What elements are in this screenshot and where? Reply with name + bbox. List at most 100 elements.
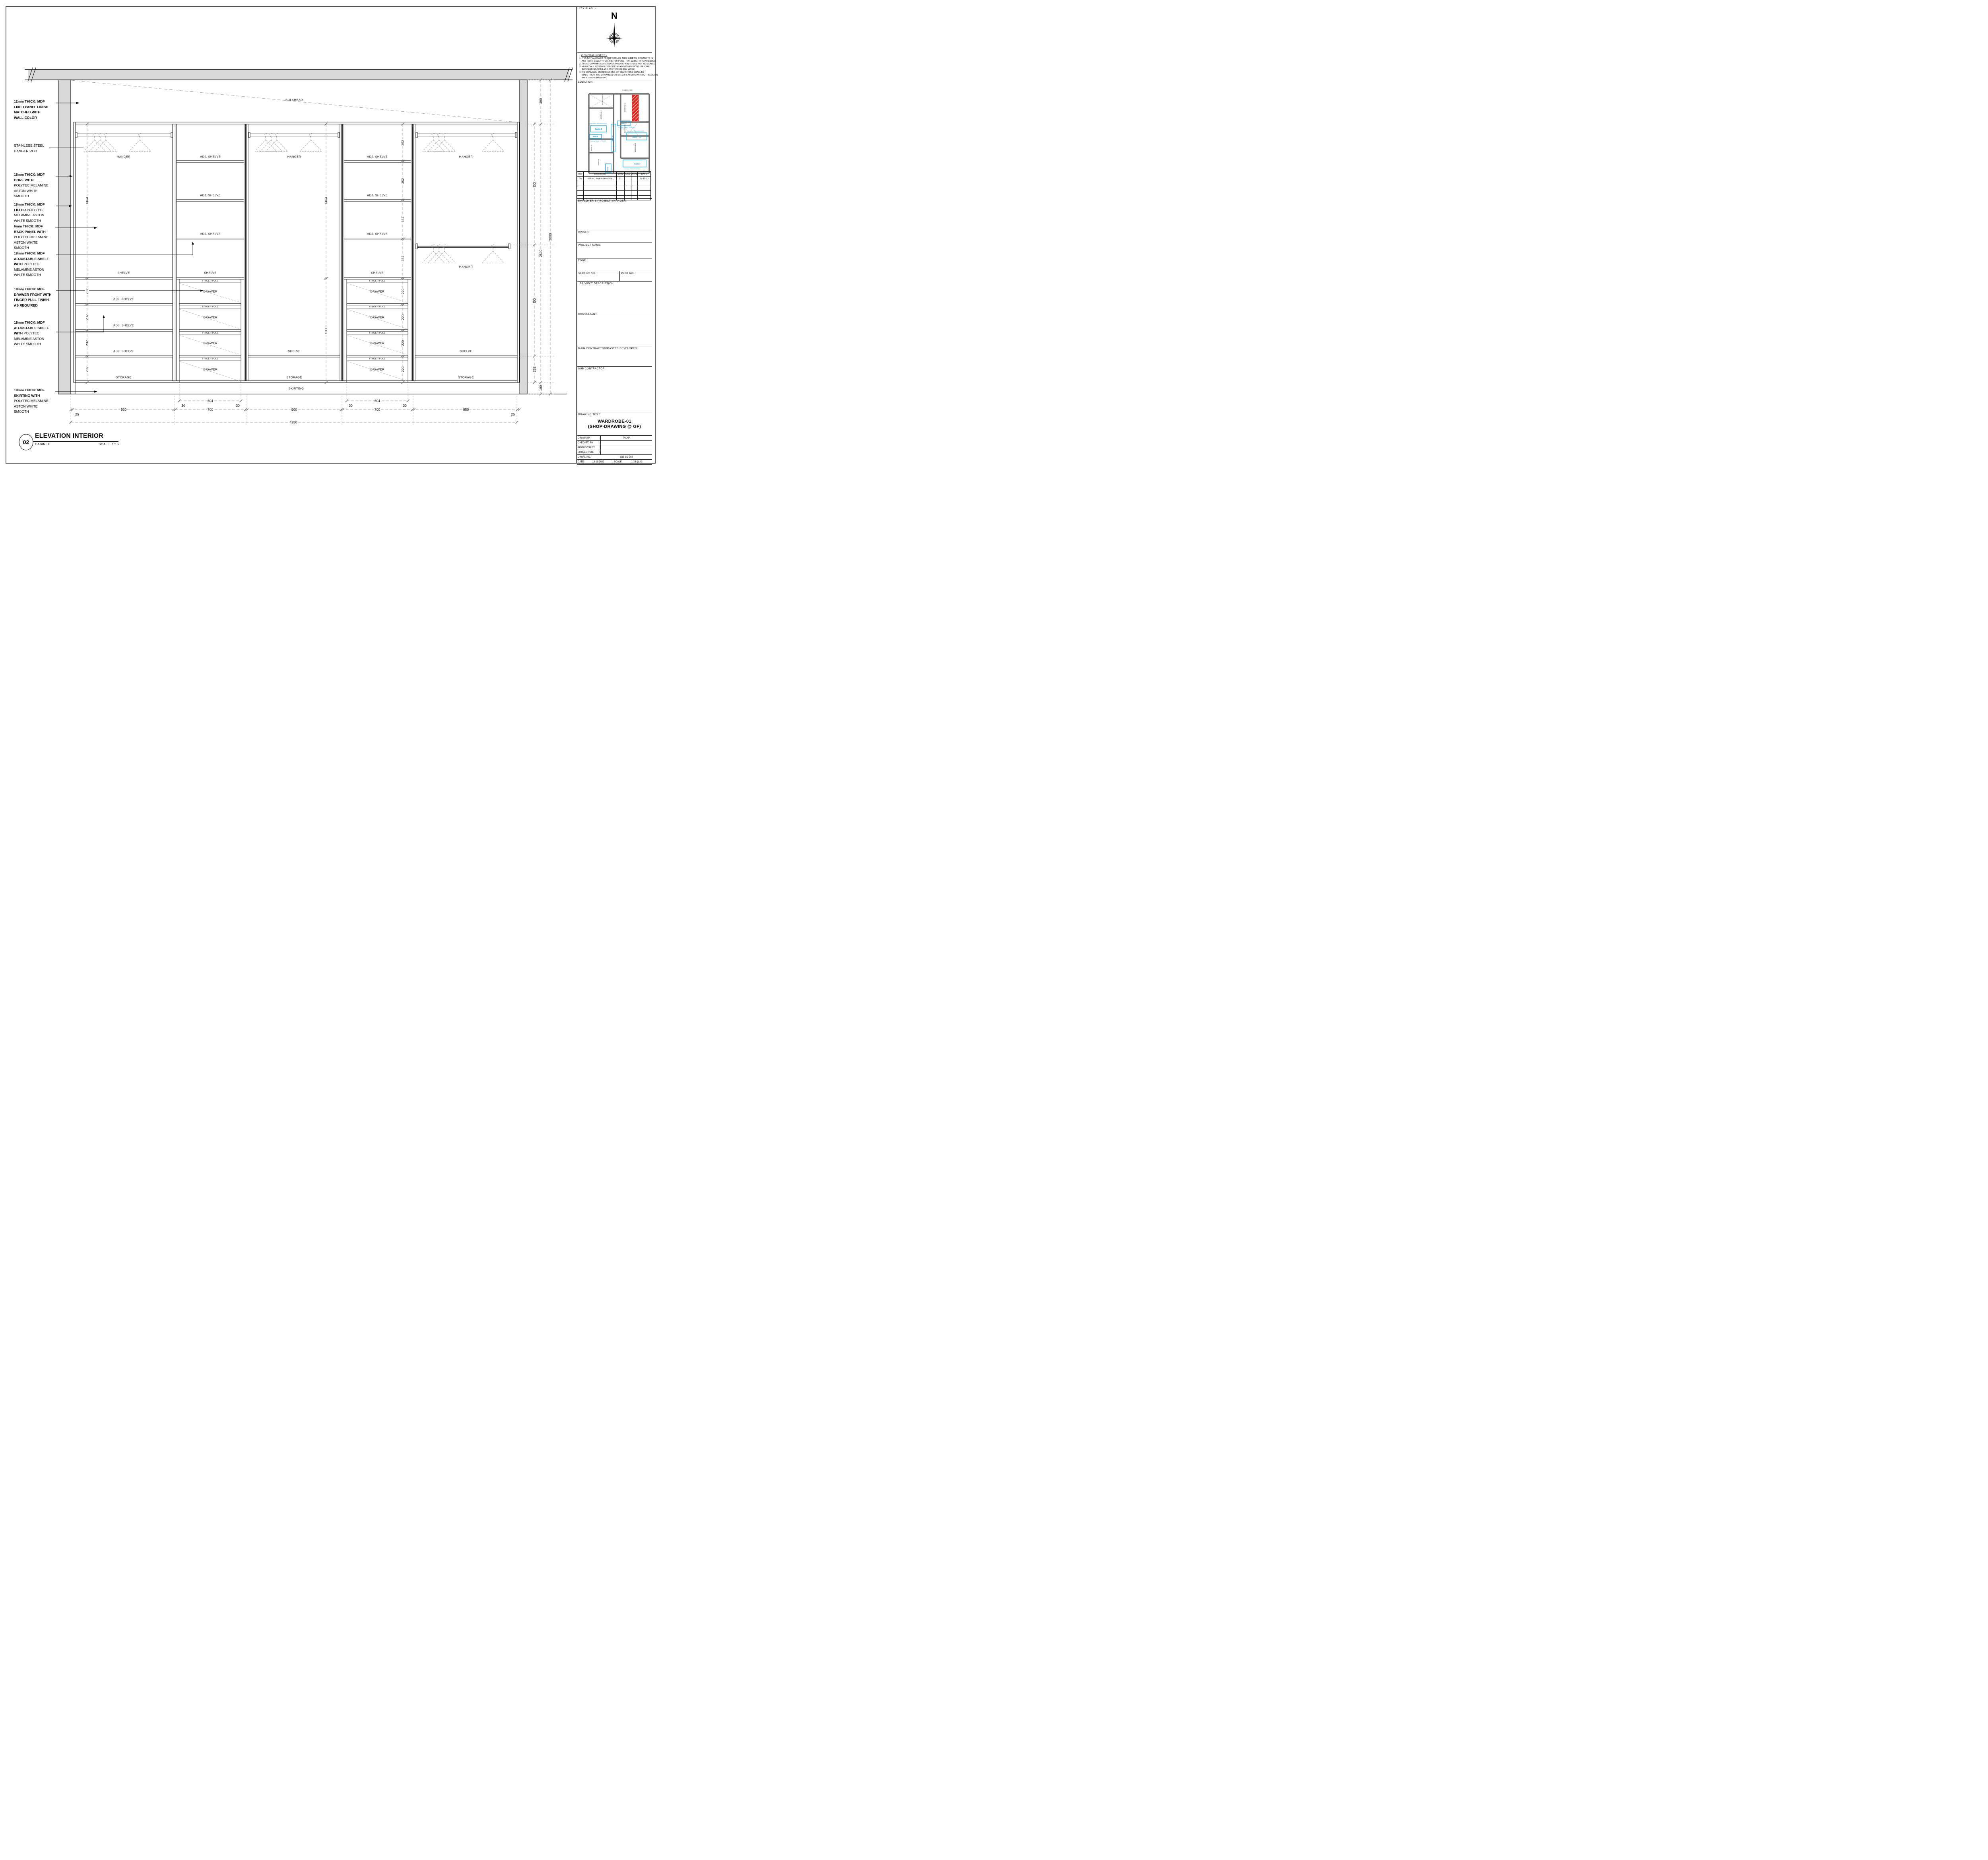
- storage-label-bay1: STORAGE: [116, 375, 132, 379]
- project-description-field: PROJECT DESCRIPTION:: [580, 282, 614, 285]
- project-no-row: PROJECT NO.:: [577, 450, 652, 455]
- adj-shelve-label: ADJ. SHELVE: [200, 193, 221, 197]
- sector-plot-divider: [619, 271, 620, 281]
- shelve-label-bay4: SHELVE: [371, 271, 384, 275]
- dim-30: 30: [235, 404, 241, 408]
- main-contractor-field: MAIN CONTRACTOR/MASTER DEVELOPER:: [578, 347, 638, 350]
- annotation-adjustable-shelf-2: 18mm THICK: MDF ADJUSTABLE SHELF WITH PO…: [14, 320, 49, 346]
- note-line: ANY FORM EXCEPT FOR THE PURPOSE FOR WHIC…: [579, 60, 656, 62]
- wardrobe-01-location-highlight: [632, 95, 639, 121]
- general-notes-title: GENERAL NOTES:-: [581, 54, 608, 57]
- wardrobe-elevation-linework: [25, 67, 573, 425]
- adj-shelve-label: ADJ. SHELVE: [367, 193, 388, 197]
- drawer-label: DRAWER: [203, 367, 217, 371]
- shelve-label-bay1: SHELVE: [117, 271, 130, 275]
- svg-text:S:1020 H:2300: S:1020 H:2300: [622, 89, 632, 91]
- note-line: 2. THESE DRAWINGS ARE DIAGRAMMATIC AND S…: [579, 63, 656, 65]
- drawing-title-field: DRAWING TITLE:: [578, 413, 602, 416]
- finger-pull-label: FINGER PULL: [369, 306, 386, 308]
- svg-text:Floating Vanity 1200x450: Floating Vanity 1200x450: [618, 127, 635, 128]
- drn-header: DRN: [616, 171, 625, 177]
- drawing-title-line1: WARDROBE-01: [598, 419, 631, 424]
- drawer-fronts: [179, 279, 408, 382]
- svg-text:Wardrobe 3000x600x3000: Wardrobe 3000x600x3000: [627, 130, 644, 132]
- finger-pull-label: FINGER PULL: [369, 280, 386, 282]
- employer-field: EMPLOYER & PROJECT MANAGER:: [578, 200, 627, 202]
- svg-text:ENSUITE: ENSUITE: [591, 144, 592, 151]
- drawing-title-line2: (SHOP-DRAWING @ GF): [588, 424, 641, 429]
- project-name-field: PROJECT NAME:: [578, 244, 602, 247]
- view-subtitle: CABINET: [35, 443, 50, 446]
- shelve-label-bay3: SHELVE: [288, 349, 301, 353]
- svg-text:Item-5: Item-5: [593, 136, 598, 138]
- appd-header: APPD: [631, 171, 638, 177]
- consultant-field: CONSULTANT:: [578, 313, 598, 316]
- shelve-label-bay5: SHELVE: [460, 349, 472, 353]
- adj-shelve-label: ADJ. SHELVE: [367, 155, 388, 159]
- finger-pull-label: FINGER PULL: [202, 358, 219, 360]
- storage-label-bay5: STORAGE: [458, 375, 474, 379]
- sheet-border: [6, 6, 656, 464]
- panel-divider: [576, 6, 577, 463]
- scale-value: 1:15 @ A3: [631, 461, 643, 463]
- empty-rev-row: [577, 186, 651, 191]
- annotation-drawer-front: 18mm THICK: MDF DRAWER FRONT WITH FINGER…: [14, 287, 52, 307]
- finger-pull-label: FINGER PULL: [369, 358, 386, 360]
- hanger-label-bay5: HANGER: [459, 155, 473, 159]
- svg-text:BEDROOM 1: BEDROOM 1: [624, 103, 626, 112]
- extension-lines: [70, 80, 555, 425]
- svg-text:Item - 3: Item - 3: [632, 136, 641, 138]
- svg-text:BEDROOM 3: BEDROOM 3: [635, 143, 636, 152]
- description-value: ISSUED FOR APPROVAL: [583, 176, 617, 181]
- owner-field: OWNER:: [578, 231, 590, 234]
- annotation-leaders: [49, 102, 204, 393]
- annotation-back-panel: 6mm THICK: MDF BACK PANEL WITH POLYTEC M…: [14, 224, 49, 250]
- hanger-label-bay5-low: HANGER: [459, 265, 473, 269]
- dim-950-bay1: 950: [120, 408, 128, 412]
- empty-rev-row: [577, 190, 651, 196]
- annotation-hanger-rod: STAINLESS STEEL HANGER ROD: [14, 144, 45, 153]
- hanger-label-bay3: HANGER: [287, 155, 301, 159]
- view-scale: SCALE 1:15: [99, 443, 119, 446]
- ckd-value: [624, 176, 631, 181]
- svg-text:FRONT PORCH: FRONT PORCH: [602, 94, 604, 105]
- sub-contractor-field: SUB CONTRACTOR :: [578, 367, 607, 370]
- svg-text:Item 4: Item 4: [595, 128, 602, 131]
- location-label: LOCATION:-: [578, 81, 595, 83]
- bulkhead-line: [71, 80, 520, 123]
- dim-900-bay3: 900: [290, 408, 298, 412]
- shelve-label-bay2: SHELVE: [204, 271, 217, 275]
- note-line: 1. IT IS NOT ALLOWED TO REPRODUCE THIS S…: [579, 57, 653, 60]
- svg-text:BEDROOM 2: BEDROOM 2: [600, 111, 602, 119]
- svg-text:BATHROOM: BATHROOM: [624, 124, 626, 133]
- dim-700-bay2: 700: [206, 408, 214, 412]
- empty-rev-row: [577, 181, 651, 186]
- svg-text:Item 2: Item 2: [621, 122, 627, 124]
- date-scale-row: DATE: 13-11-2022 SCALE: 1:15 @ A3: [577, 459, 652, 465]
- section-divider: [577, 198, 652, 199]
- ckd-header: CKD: [624, 171, 631, 177]
- drn-value: TL: [616, 176, 625, 181]
- drawer-label: DRAWER: [203, 341, 217, 345]
- bulkhead-label: BULKHEAD: [285, 98, 303, 102]
- drawer-label: DRAWER: [370, 341, 384, 345]
- hanger-rods: [75, 132, 517, 263]
- view-number: 02: [23, 439, 29, 445]
- annotation-fixed-panel: 12mm THICK: MDF FIXED PANEL FINISH MATCH…: [14, 99, 49, 120]
- dim-604-bay2: 604: [206, 399, 214, 403]
- section-divider: [577, 366, 652, 367]
- description-header: Description: [583, 171, 617, 177]
- svg-text:ROBE: ROBE: [607, 167, 609, 171]
- note-line: WRITTEN PERMISSION.: [579, 77, 607, 79]
- approved-by-row: APPROVED BY:: [577, 445, 652, 450]
- adj-shelve-label: ADJ. SHELVE: [200, 155, 221, 159]
- svg-text:RUMPUS: RUMPUS: [598, 159, 600, 165]
- annotation-adjustable-shelf-1: 18mm THICK: MDF ADJUSTABLE SHELF WITH PO…: [14, 251, 49, 277]
- north-compass-icon: [606, 23, 623, 47]
- drwg-no-value: WD-SD-002: [620, 456, 633, 458]
- drawer-label: DRAWER: [203, 289, 217, 293]
- finger-pull-label: FINGER PULL: [369, 332, 386, 334]
- date-value: 13-11-22: [637, 176, 651, 181]
- location-plan: Item 4 Item-5 Item 2 Item - 3 Item 6 Ite…: [588, 89, 650, 174]
- adj-shelve-label: ADJ. SHELVE: [113, 323, 134, 327]
